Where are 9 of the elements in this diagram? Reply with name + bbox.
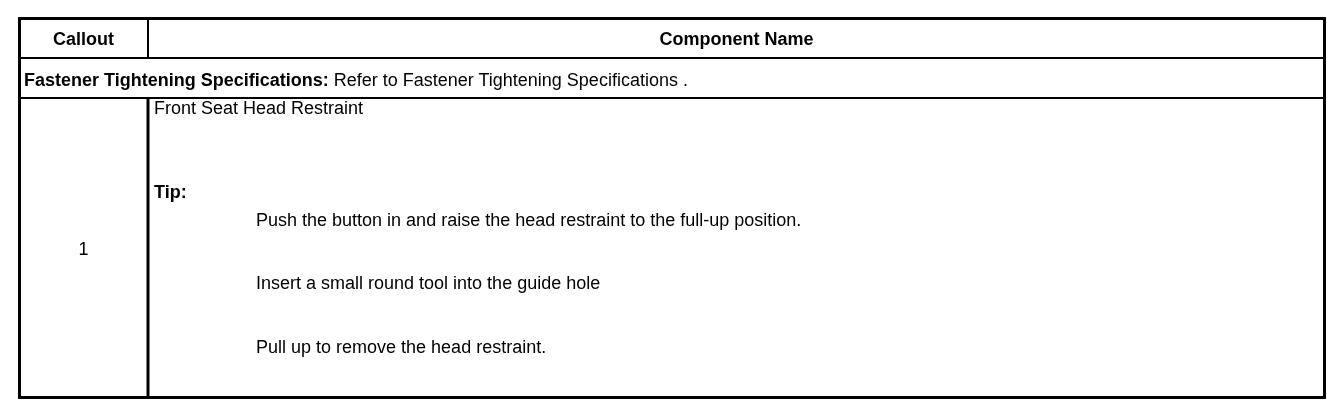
tip-heading: Tip: xyxy=(154,181,187,203)
instruction-text: Pull up to remove the head restraint. xyxy=(256,336,547,358)
specification-note: Fastener Tightening Specifications: Refer to Fastener Tightening Specifications . xyxy=(24,69,688,91)
column-header: Component Name xyxy=(658,28,815,50)
instruction-text: Push the button in and raise the head restraint to the full-up position. xyxy=(256,209,802,231)
instruction-text: Insert a small round tool into the guide hole xyxy=(256,272,601,294)
column-header: Callout xyxy=(52,28,115,50)
component-name: Front Seat Head Restraint xyxy=(154,97,364,119)
callout-number: 1 xyxy=(77,238,90,260)
